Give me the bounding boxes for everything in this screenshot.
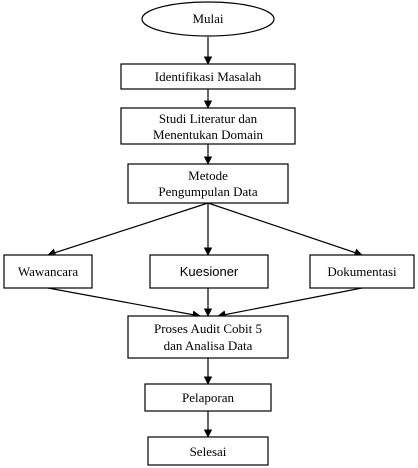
node-end-label: Selesai xyxy=(190,444,227,459)
node-report: Pelaporan xyxy=(144,383,272,412)
node-questionnaire: Kuesioner xyxy=(149,254,269,289)
node-method: Metode Pengumpulan Data xyxy=(127,163,289,204)
node-documentation: Dokumentasi xyxy=(309,254,415,289)
node-audit: Proses Audit Cobit 5 dan Analisa Data xyxy=(127,315,289,359)
node-interview: Wawancara xyxy=(3,254,93,289)
node-documentation-label: Dokumentasi xyxy=(327,264,397,279)
edges xyxy=(47,37,363,438)
edge-interview-audit xyxy=(47,287,201,319)
node-identify-label: Identifikasi Masalah xyxy=(155,69,262,84)
node-interview-label: Wawancara xyxy=(18,264,79,279)
node-literature-label-2: Menentukan Domain xyxy=(153,127,264,142)
node-literature: Studi Literatur dan Menentukan Domain xyxy=(120,107,296,145)
edge-method-interview xyxy=(47,202,209,257)
node-method-label-1: Metode xyxy=(188,168,228,183)
node-start: Mulai xyxy=(141,1,275,37)
node-questionnaire-label: Kuesioner xyxy=(180,264,239,279)
node-identify: Identifikasi Masalah xyxy=(120,63,296,90)
node-literature-label-1: Studi Literatur dan xyxy=(159,111,258,126)
node-audit-label-2: dan Analisa Data xyxy=(164,338,253,353)
node-end: Selesai xyxy=(147,436,269,466)
edge-documentation-audit xyxy=(217,287,363,319)
node-audit-label-1: Proses Audit Cobit 5 xyxy=(154,321,262,336)
node-method-label-2: Pengumpulan Data xyxy=(158,184,258,199)
node-report-label: Pelaporan xyxy=(182,390,234,405)
node-start-label: Mulai xyxy=(192,11,223,26)
edge-method-documentation xyxy=(207,202,363,257)
